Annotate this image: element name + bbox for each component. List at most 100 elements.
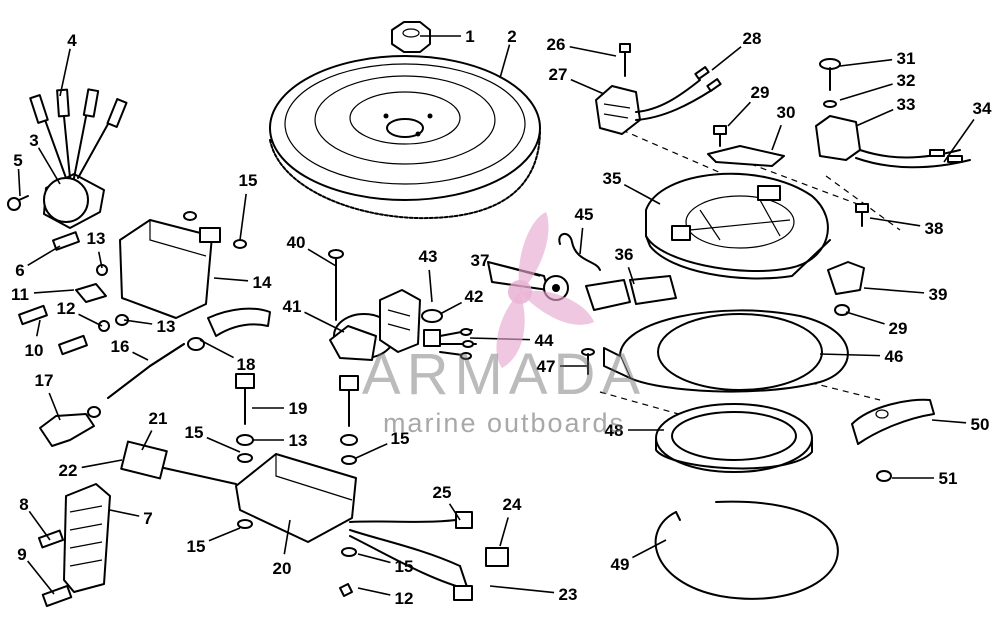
stator-plate bbox=[645, 172, 831, 280]
callout-c38: 38 bbox=[925, 219, 944, 238]
callout-c43: 43 bbox=[419, 247, 438, 266]
leader-c23 bbox=[489, 585, 555, 594]
charge-coil-assembly bbox=[595, 43, 722, 135]
flywheel-nut bbox=[391, 21, 431, 53]
callout-c13c: 13 bbox=[289, 431, 308, 450]
leader-c41 bbox=[304, 311, 345, 333]
leader-c16 bbox=[132, 351, 149, 361]
leader-c29b bbox=[845, 311, 885, 325]
callout-c36: 36 bbox=[615, 245, 634, 264]
leader-c15c bbox=[206, 436, 241, 453]
leader-c40 bbox=[307, 248, 337, 267]
callout-c17: 17 bbox=[35, 371, 54, 390]
leader-c7 bbox=[109, 509, 140, 517]
leader-c18 bbox=[199, 339, 234, 359]
leader-c42 bbox=[439, 301, 463, 315]
sensor-coil-33 bbox=[815, 58, 971, 169]
leader-c17 bbox=[48, 392, 61, 421]
propeller-blade-a bbox=[518, 212, 549, 292]
leader-c43 bbox=[428, 269, 433, 303]
callout-c47: 47 bbox=[537, 357, 556, 376]
callout-c4: 4 bbox=[67, 31, 77, 50]
callout-c7: 7 bbox=[143, 509, 152, 528]
callout-c20: 20 bbox=[273, 559, 292, 578]
callout-c13b: 13 bbox=[157, 317, 176, 336]
mounting-plate-46 bbox=[581, 309, 849, 393]
callout-c15e: 15 bbox=[395, 557, 414, 576]
watermark-tagline: marine outboards bbox=[383, 408, 625, 438]
magnet-50 bbox=[851, 398, 935, 482]
callout-c15d: 15 bbox=[187, 537, 206, 556]
leader-c9 bbox=[26, 560, 55, 595]
leader-c35 bbox=[623, 183, 661, 205]
leader-c20 bbox=[283, 519, 291, 555]
leader-c12b bbox=[357, 587, 391, 596]
callout-c50: 50 bbox=[971, 415, 990, 434]
ignition-coil-14 bbox=[18, 211, 247, 356]
callout-c34: 34 bbox=[973, 99, 992, 118]
leader-c14 bbox=[213, 277, 249, 282]
ignition-coil-3 bbox=[7, 88, 128, 229]
callout-c48: 48 bbox=[605, 421, 624, 440]
leader-c15a bbox=[239, 193, 247, 241]
propeller-blade-c bbox=[496, 292, 525, 368]
callout-c15b: 15 bbox=[391, 429, 410, 448]
callout-c29b: 29 bbox=[889, 319, 908, 338]
callout-c37: 37 bbox=[471, 251, 490, 270]
callout-c22: 22 bbox=[59, 461, 78, 480]
callout-c27: 27 bbox=[549, 65, 568, 84]
leader-c32 bbox=[839, 83, 893, 101]
propeller-hub bbox=[508, 280, 532, 304]
callout-c5: 5 bbox=[13, 151, 22, 170]
callout-c45: 45 bbox=[575, 205, 594, 224]
callout-c39: 39 bbox=[929, 285, 948, 304]
timer-base-parts bbox=[487, 233, 677, 311]
callout-c12b: 12 bbox=[395, 589, 414, 608]
callout-c12a: 12 bbox=[57, 299, 76, 318]
callout-c32: 32 bbox=[897, 71, 916, 90]
leader-c4 bbox=[59, 48, 71, 97]
leader-c49 bbox=[632, 539, 667, 559]
callout-c33: 33 bbox=[897, 95, 916, 114]
propeller-logo-icon bbox=[496, 212, 594, 368]
leader-c12a bbox=[78, 313, 103, 327]
callout-c28: 28 bbox=[743, 29, 762, 48]
callout-c24: 24 bbox=[503, 495, 522, 514]
leader-c28 bbox=[711, 46, 742, 71]
spark-plug-lead bbox=[39, 307, 271, 447]
leader-c26 bbox=[569, 45, 617, 57]
leader-c29a bbox=[727, 101, 751, 127]
mounting-screws-19 bbox=[235, 373, 359, 465]
support-ring-48 bbox=[655, 403, 813, 473]
callout-c29a: 29 bbox=[751, 83, 770, 102]
callout-c8: 8 bbox=[19, 495, 28, 514]
callout-c19: 19 bbox=[289, 399, 308, 418]
propeller-blade-b bbox=[520, 290, 594, 325]
leader-c11 bbox=[33, 289, 75, 294]
leader-c15e bbox=[357, 553, 391, 564]
leader-c10 bbox=[35, 319, 41, 337]
leader-lines bbox=[17, 35, 975, 596]
leader-c50 bbox=[931, 419, 967, 424]
callout-c6: 6 bbox=[15, 261, 24, 280]
leader-c38 bbox=[869, 217, 921, 227]
callout-c1: 1 bbox=[465, 27, 474, 46]
leader-c33 bbox=[855, 108, 894, 127]
callout-c25: 25 bbox=[433, 483, 452, 502]
leader-c34 bbox=[943, 118, 975, 163]
callout-c23: 23 bbox=[559, 585, 578, 604]
leader-c21 bbox=[141, 430, 153, 451]
leader-c8 bbox=[28, 510, 51, 541]
callout-c46: 46 bbox=[885, 347, 904, 366]
callout-c15a: 15 bbox=[239, 171, 258, 190]
leader-c5 bbox=[17, 168, 21, 197]
leader-c46 bbox=[819, 353, 881, 357]
leader-c3 bbox=[37, 147, 61, 185]
flywheel bbox=[269, 55, 541, 220]
leader-c13a bbox=[97, 251, 103, 269]
callout-c40: 40 bbox=[287, 233, 306, 252]
callout-c9: 9 bbox=[17, 545, 26, 564]
